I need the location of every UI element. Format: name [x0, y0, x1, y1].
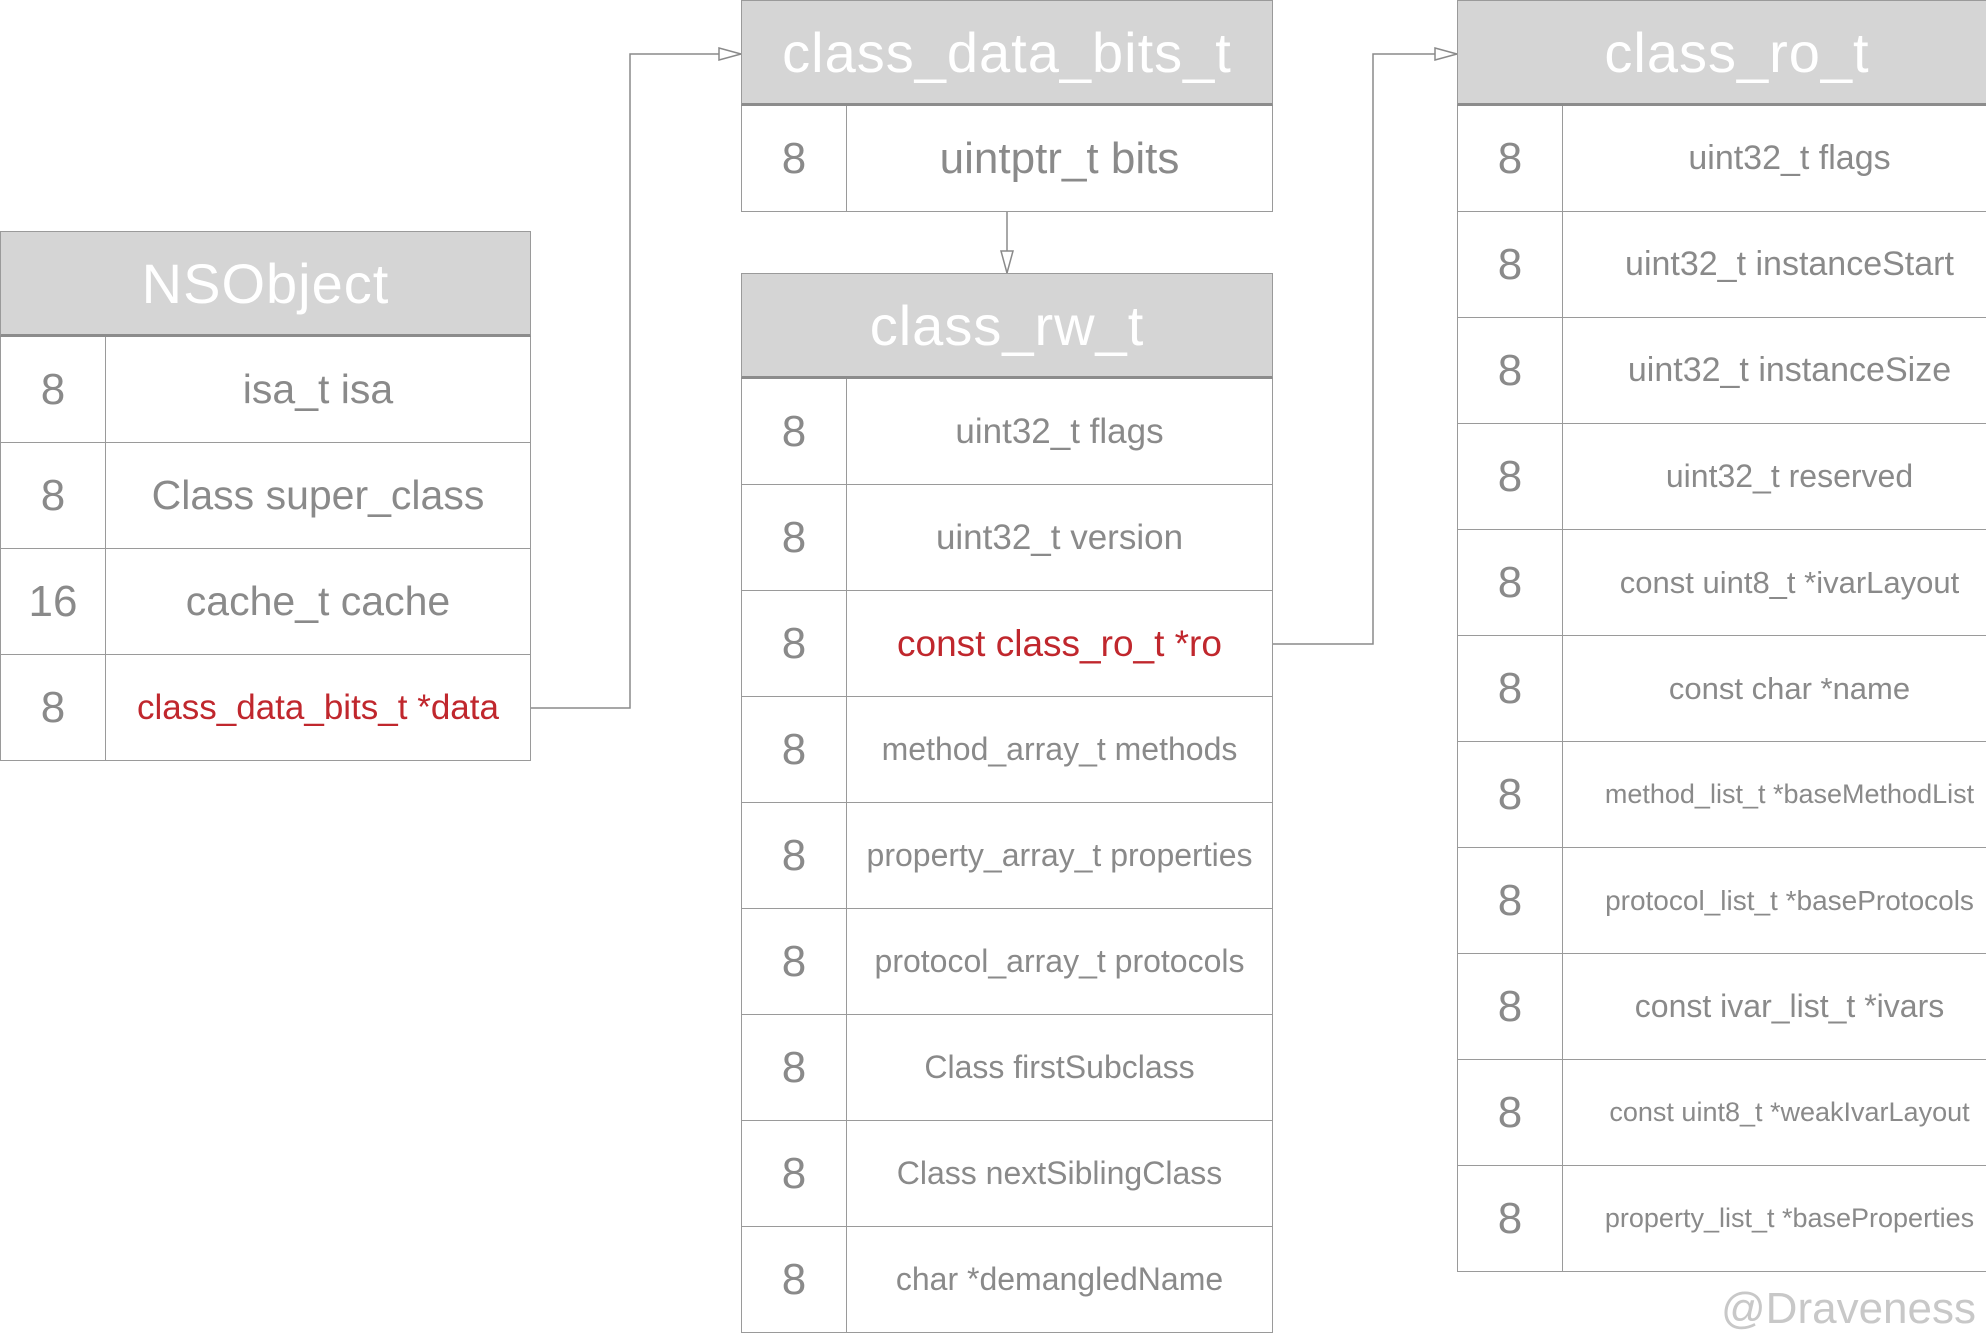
- field-name: Class nextSiblingClass: [896, 1155, 1223, 1191]
- field-name: method_list_t *baseMethodList: [1604, 779, 1975, 809]
- field-row: 8 const uint8_t *ivarLayout: [1457, 530, 1986, 636]
- field-size: 8: [742, 379, 847, 484]
- field-row: 8 property_array_t properties: [741, 803, 1273, 909]
- field-row: 8 const uint8_t *weakIvarLayout: [1457, 1060, 1986, 1166]
- field-name: uint32_t flags: [955, 411, 1164, 451]
- field-size: 8: [742, 1121, 847, 1226]
- field-row: 8 const class_ro_t *ro: [741, 591, 1273, 697]
- field-name: property_list_t *baseProperties: [1604, 1203, 1975, 1233]
- field-row: 8 uint32_t version: [741, 485, 1273, 591]
- field-name: char *demangledName: [895, 1261, 1224, 1297]
- field-row: 8 uint32_t instanceStart: [1457, 212, 1986, 318]
- field-size: 8: [742, 485, 847, 590]
- connector-data-to-class-data-bits: [531, 53, 741, 709]
- field-row: 8 uint32_t flags: [741, 379, 1273, 485]
- field-name: property_array_t properties: [866, 837, 1253, 873]
- field-name: cache_t cache: [185, 578, 451, 624]
- field-name: uint32_t flags: [1688, 139, 1891, 177]
- field-row: 8 protocol_list_t *baseProtocols: [1457, 848, 1986, 954]
- field-row: 8 protocol_array_t protocols: [741, 909, 1273, 1015]
- field-row: 8 method_list_t *baseMethodList: [1457, 742, 1986, 848]
- field-name-highlighted: class_data_bits_t *data: [137, 687, 499, 727]
- field-name: const char *name: [1668, 670, 1911, 706]
- field-name: Class firstSubclass: [924, 1049, 1195, 1085]
- field-name: const uint8_t *weakIvarLayout: [1609, 1097, 1970, 1127]
- field-size: 8: [742, 909, 847, 1014]
- field-row: 8 uint32_t reserved: [1457, 424, 1986, 530]
- field-name: protocol_list_t *baseProtocols: [1605, 884, 1974, 916]
- field-name: uintptr_t bits: [939, 133, 1180, 183]
- field-name: Class super_class: [151, 472, 485, 518]
- field-size: 8: [742, 1227, 847, 1332]
- field-row: 8 Class super_class: [0, 443, 531, 549]
- field-name: uint32_t version: [935, 517, 1184, 557]
- field-size: 8: [1458, 742, 1563, 847]
- arrowhead-right: [1434, 47, 1460, 61]
- field-row: 8 Class firstSubclass: [741, 1015, 1273, 1121]
- field-size: 8: [1458, 1166, 1563, 1271]
- field-size: 8: [742, 697, 847, 802]
- field-row: 8 isa_t isa: [0, 337, 531, 443]
- struct-title: NSObject: [0, 231, 531, 337]
- field-name: uint32_t instanceSize: [1627, 351, 1952, 389]
- field-size: 8: [742, 1015, 847, 1120]
- field-name-highlighted: const class_ro_t *ro: [897, 622, 1222, 664]
- field-size: 8: [1458, 530, 1563, 635]
- field-size: 8: [1458, 424, 1563, 529]
- field-row: 8 uint32_t flags: [1457, 106, 1986, 212]
- field-name: isa_t isa: [242, 366, 394, 412]
- field-size: 8: [742, 106, 847, 211]
- field-name: const uint8_t *ivarLayout: [1619, 564, 1960, 600]
- field-row: 8 const ivar_list_t *ivars: [1457, 954, 1986, 1060]
- field-size: 8: [742, 591, 847, 696]
- field-size: 8: [1, 337, 106, 442]
- field-name: uint32_t instanceStart: [1625, 245, 1954, 283]
- watermark: @Draveness: [1721, 1284, 1976, 1333]
- field-row: 8 method_array_t methods: [741, 697, 1273, 803]
- struct-title: class_rw_t: [741, 273, 1273, 379]
- field-row: 8 uintptr_t bits: [741, 106, 1273, 212]
- struct-title: class_data_bits_t: [741, 0, 1273, 106]
- field-name: uint32_t reserved: [1665, 458, 1914, 494]
- field-size: 8: [1458, 318, 1563, 423]
- field-size: 8: [1458, 954, 1563, 1059]
- field-size: 8: [742, 803, 847, 908]
- field-row: 8 Class nextSiblingClass: [741, 1121, 1273, 1227]
- arrowhead-down: [1000, 250, 1014, 276]
- field-name: protocol_array_t protocols: [874, 943, 1245, 979]
- field-size: 8: [1458, 848, 1563, 953]
- field-row: 8 uint32_t instanceSize: [1457, 318, 1986, 424]
- field-row: 8 class_data_bits_t *data: [0, 655, 531, 761]
- field-row: 16 cache_t cache: [0, 549, 531, 655]
- field-size: 8: [1458, 1060, 1563, 1165]
- field-row: 8 char *demangledName: [741, 1227, 1273, 1333]
- struct-title: class_ro_t: [1457, 0, 1986, 106]
- field-row: 8 property_list_t *baseProperties: [1457, 1166, 1986, 1272]
- field-size: 8: [1458, 106, 1563, 211]
- field-name: const ivar_list_t *ivars: [1634, 988, 1945, 1024]
- field-size: 8: [1, 655, 106, 760]
- field-size: 8: [1, 443, 106, 548]
- arrowhead-right: [718, 47, 744, 61]
- field-row: 8 const char *name: [1457, 636, 1986, 742]
- field-size: 16: [1, 549, 106, 654]
- field-size: 8: [1458, 636, 1563, 741]
- field-size: 8: [1458, 212, 1563, 317]
- connector-ro-to-class-ro: [1273, 53, 1457, 645]
- field-name: method_array_t methods: [881, 731, 1238, 767]
